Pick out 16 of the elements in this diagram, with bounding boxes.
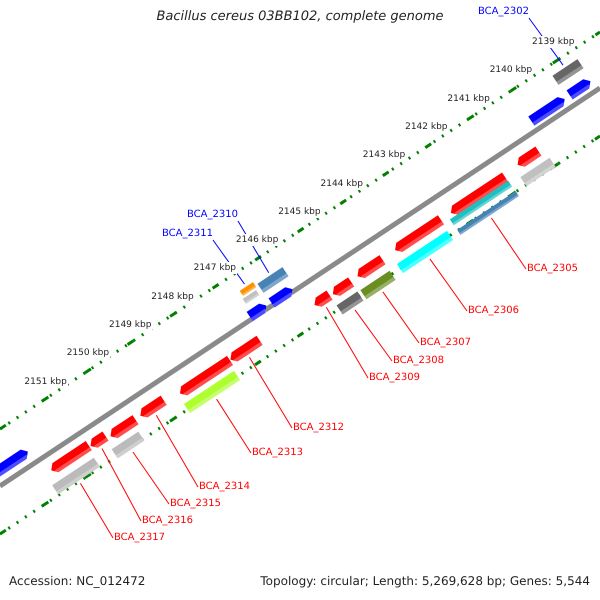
tick-label: 2150 kbp [66,347,110,360]
tick-label: 2140 kbp [488,64,534,76]
footer-text: Topology: circular; Length: 5,269,628 bp; Genes: 5,544 [260,575,590,587]
tick-label: 2139 kbp [531,36,576,48]
tick-label: 2151 kbp [23,376,68,388]
tick-label: 2144 kbp [320,178,364,190]
tick-label: 2141 kbp [446,92,491,105]
footer-text: Accession: NC_012472 [9,575,146,587]
tick-label: 2145 kbp [277,206,322,218]
tick-label: 2143 kbp [362,149,406,162]
tick-label: 2146 kbp [234,234,280,246]
tick-label: 2149 kbp [108,319,152,331]
tick-label: 2147 kbp [192,262,237,274]
tick-label: 2148 kbp [150,290,195,303]
tick-label: 2142 kbp [404,120,448,133]
title: Bacillus cereus 03BB102, complete genome [156,9,444,24]
